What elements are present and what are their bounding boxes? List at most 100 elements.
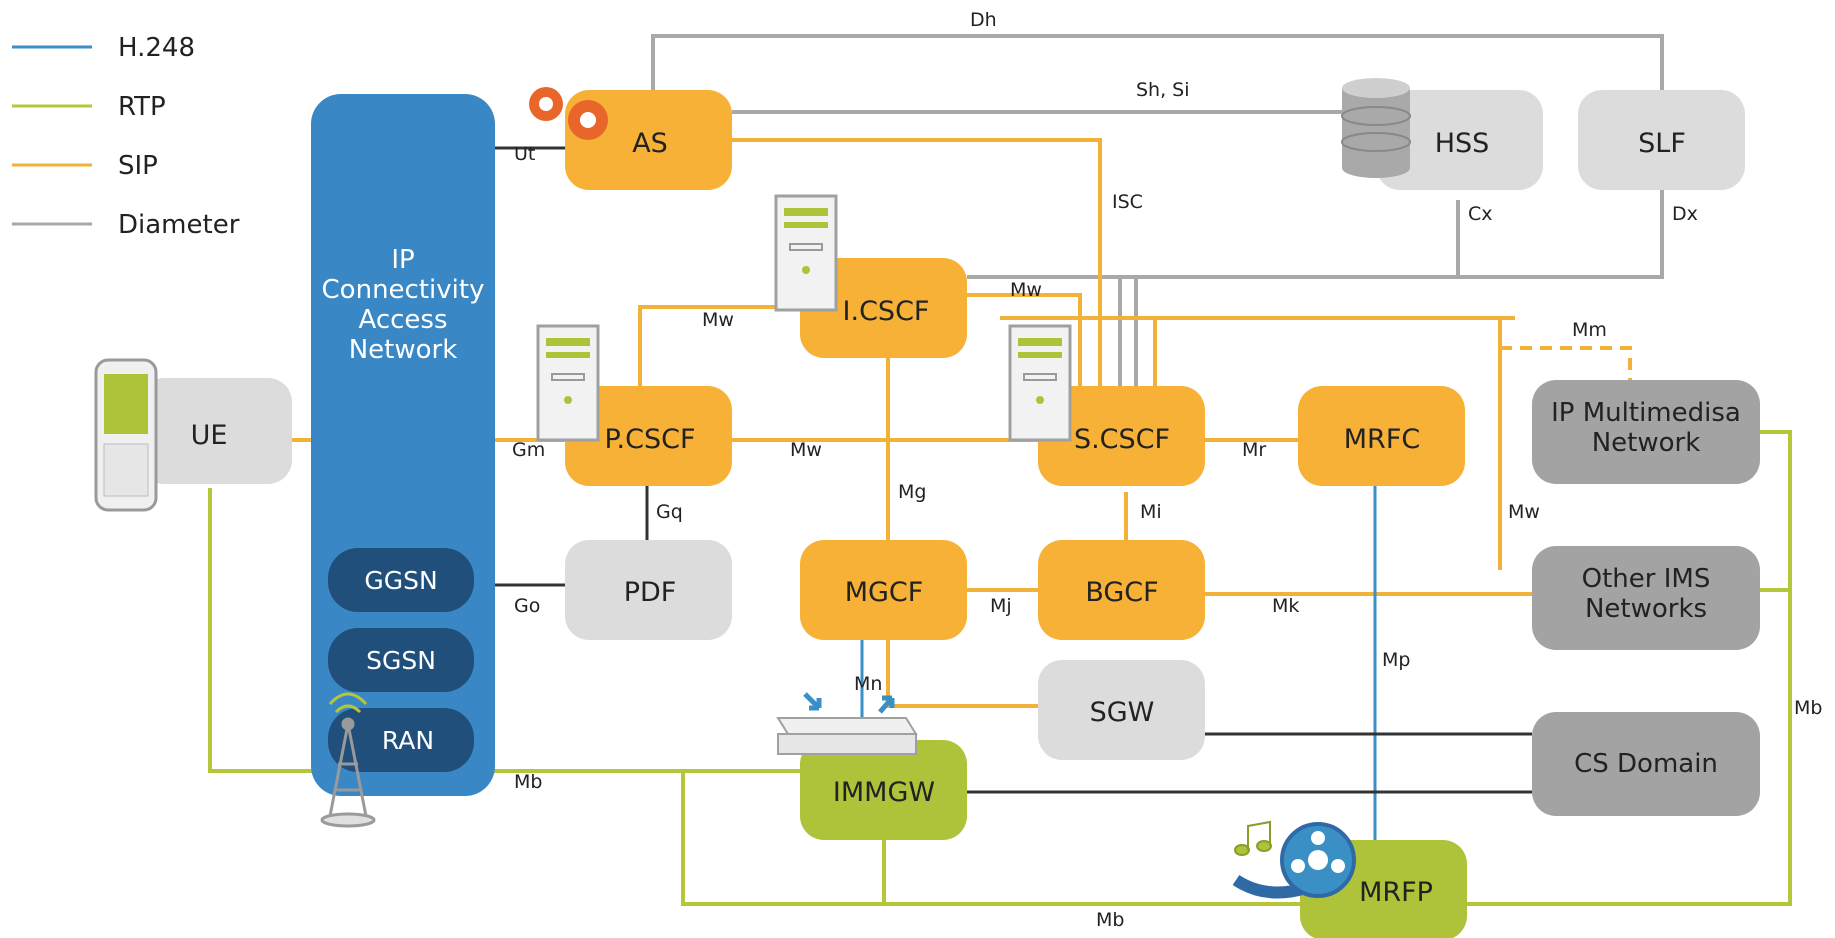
- icscf-label: I.CSCF: [843, 296, 930, 327]
- other-ims-networks-node[interactable]: [1532, 546, 1760, 650]
- interface-label-dh: Dh: [970, 9, 997, 31]
- h248-links: [860, 480, 1377, 840]
- legend-label-rtp: RTP: [118, 92, 166, 122]
- ip-can-title-4: Network: [349, 335, 458, 365]
- ip-multimedia-network-label-1: IP Multimedisa: [1551, 398, 1741, 428]
- link-mgcf-sgw: [886, 640, 1038, 708]
- server-icon-pcscf: [536, 324, 600, 442]
- media-gateway-icon: [776, 692, 918, 755]
- ran-node[interactable]: [328, 708, 474, 772]
- ip-can-title-3: Access: [358, 305, 447, 335]
- sgw-node[interactable]: [1038, 660, 1205, 760]
- slf-label: SLF: [1638, 128, 1686, 159]
- interface-label-mb-right: Mb: [1794, 697, 1822, 719]
- interface-label-mw-icscf-scscf: Mw: [1010, 279, 1042, 301]
- ggsn-node[interactable]: [328, 548, 474, 612]
- link-dx: [1458, 190, 1664, 279]
- server-icon-scscf: [1008, 324, 1072, 442]
- as-label: AS: [632, 128, 668, 159]
- link-mb-ue: [208, 488, 800, 773]
- interface-label-mb-left: Mb: [514, 771, 542, 793]
- interface-labels: Dh Sh, Si Ut ISC Cx Dx Mw Mw Mm Gm Mw Mr…: [512, 9, 1822, 931]
- mrfc-node[interactable]: [1298, 386, 1465, 486]
- ip-can-box: [311, 94, 495, 796]
- rtp-links: [208, 430, 1792, 906]
- database-icon: [1341, 78, 1411, 178]
- interface-label-dx: Dx: [1672, 203, 1698, 225]
- link-mw-pcscf-icscf: [638, 305, 800, 386]
- immgw-node[interactable]: [800, 740, 967, 840]
- sgsn-node[interactable]: [328, 628, 474, 692]
- interface-label-go: Go: [514, 595, 540, 617]
- other-ims-networks-label-1: Other IMS: [1582, 564, 1711, 594]
- hss-node[interactable]: [1376, 90, 1543, 190]
- interface-label-ut: Ut: [514, 143, 535, 165]
- sgsn-label: SGSN: [366, 646, 436, 675]
- link-mm: [1500, 346, 1632, 380]
- link-mw-icscf-scscf: [967, 293, 1082, 386]
- music-note-icon: [1234, 820, 1272, 856]
- interface-label-mm: Mm: [1572, 319, 1607, 341]
- interface-label-mw-pcscf-icscf: Mw: [702, 309, 734, 331]
- bgcf-label: BGCF: [1085, 577, 1158, 608]
- interface-label-isc: ISC: [1112, 191, 1143, 213]
- interface-label-sh-si: Sh, Si: [1136, 79, 1190, 101]
- link-isc: [732, 138, 1102, 386]
- link-mb-bottom: [681, 771, 1300, 906]
- other-ims-networks-label-2: Networks: [1585, 594, 1707, 624]
- interface-label-gq: Gq: [656, 501, 683, 523]
- slf-node[interactable]: [1578, 90, 1745, 190]
- interface-label-mw-pcscf-scscf: Mw: [790, 439, 822, 461]
- server-icon-icscf: [774, 194, 838, 312]
- icscf-node[interactable]: [800, 258, 967, 358]
- ip-can-title-1: IP: [391, 245, 414, 275]
- link-dh: [651, 34, 1664, 133]
- interface-label-mp: Mp: [1382, 649, 1410, 671]
- ran-label: RAN: [382, 726, 434, 755]
- legend: H.248 RTP SIP Diameter: [12, 33, 240, 240]
- interface-label-mb-bottom: Mb: [1096, 909, 1124, 931]
- media-reel-icon: [1232, 822, 1356, 899]
- pcscf-node[interactable]: [565, 386, 732, 486]
- ip-multimedia-network-node[interactable]: [1532, 380, 1760, 484]
- mrfc-label: MRFC: [1344, 424, 1420, 455]
- ggsn-label: GGSN: [364, 566, 437, 595]
- interface-label-mn: Mn: [854, 673, 882, 695]
- ue-label: UE: [191, 420, 228, 451]
- mrfp-label: MRFP: [1359, 877, 1433, 908]
- mgcf-label: MGCF: [845, 577, 924, 608]
- interface-label-mg: Mg: [898, 481, 926, 503]
- antenna-tower-icon: [320, 692, 376, 828]
- ip-can-title-2: Connectivity: [322, 275, 485, 305]
- phone-icon: [94, 358, 158, 512]
- scscf-label: S.CSCF: [1074, 424, 1170, 455]
- immgw-label: IMMGW: [833, 777, 935, 808]
- link-mb-right: [1458, 588, 1792, 906]
- legend-label-diameter: Diameter: [118, 210, 240, 240]
- mgcf-node[interactable]: [800, 540, 967, 640]
- interface-label-cx: Cx: [1468, 203, 1493, 225]
- legend-label-sip: SIP: [118, 151, 158, 181]
- cs-domain-label: CS Domain: [1574, 749, 1718, 779]
- pcscf-label: P.CSCF: [604, 424, 695, 455]
- bgcf-node[interactable]: [1038, 540, 1205, 640]
- interface-label-mw-other: Mw: [1508, 501, 1540, 523]
- legend-label-h248: H.248: [118, 33, 195, 63]
- interface-label-mr: Mr: [1242, 439, 1266, 461]
- interface-label-gm: Gm: [512, 439, 545, 461]
- scscf-node[interactable]: [1038, 386, 1205, 486]
- ue-group: UE: [94, 358, 292, 512]
- cs-domain-node[interactable]: [1532, 712, 1760, 816]
- ip-connectivity-access-network: IP Connectivity Access Network GGSN SGSN…: [311, 94, 495, 796]
- interface-label-mk: Mk: [1272, 595, 1299, 617]
- link-cx-icscf: [967, 200, 1460, 279]
- ue-node[interactable]: [140, 378, 292, 484]
- pdf-label: PDF: [624, 577, 677, 608]
- hss-label: HSS: [1435, 128, 1490, 159]
- interface-label-mj: Mj: [990, 595, 1012, 617]
- gears-icon: [529, 87, 608, 140]
- pdf-node[interactable]: [565, 540, 732, 640]
- ip-multimedia-network-label-2: Network: [1592, 428, 1701, 458]
- other-links: [490, 146, 1532, 794]
